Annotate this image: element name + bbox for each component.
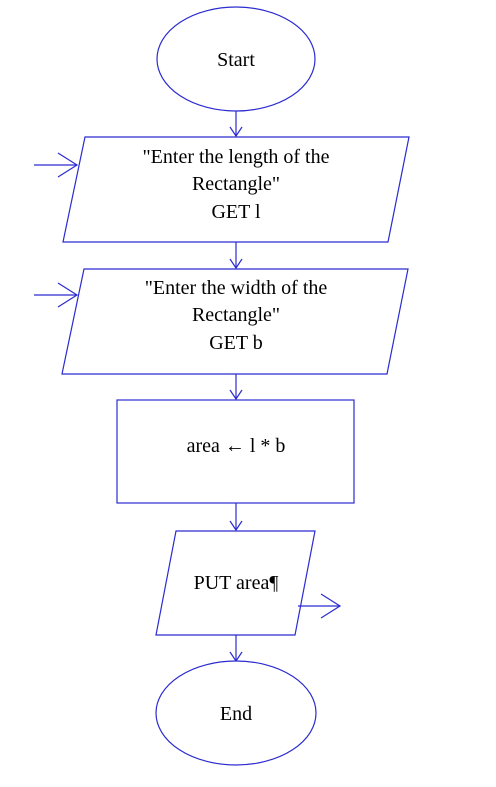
connectors: [229, 111, 243, 663]
input-length-parallelogram: "Enter the length of the Rectangle" GET …: [62, 136, 410, 243]
input-width-line3: GET b: [209, 332, 263, 354]
input-length-line2: Rectangle": [192, 173, 280, 195]
output-arrow-icon: [298, 593, 342, 619]
start-terminal: Start: [156, 6, 316, 112]
process-label: area ← l * b: [187, 435, 286, 457]
arrowhead: [229, 389, 243, 401]
arrowhead: [229, 258, 243, 270]
end-terminal: End: [155, 660, 317, 766]
input-arrow-icon: [34, 152, 79, 178]
input-width-parallelogram: "Enter the width of the Rectangle" GET b: [61, 268, 409, 375]
process-rectangle: area ← l * b: [116, 399, 355, 504]
arrowhead: [229, 126, 243, 138]
arrowhead: [229, 520, 243, 532]
output-parallelogram: PUT area¶: [155, 530, 316, 636]
input-width-line2: Rectangle": [192, 304, 280, 326]
start-label: Start: [217, 49, 255, 71]
input-length-line3: GET l: [211, 201, 261, 223]
input-width-line1: "Enter the width of the: [145, 277, 328, 299]
input-arrow-icon: [34, 282, 79, 308]
output-label: PUT area¶: [194, 572, 279, 594]
input-length-line1: "Enter the length of the: [143, 146, 330, 168]
end-label: End: [220, 703, 252, 725]
